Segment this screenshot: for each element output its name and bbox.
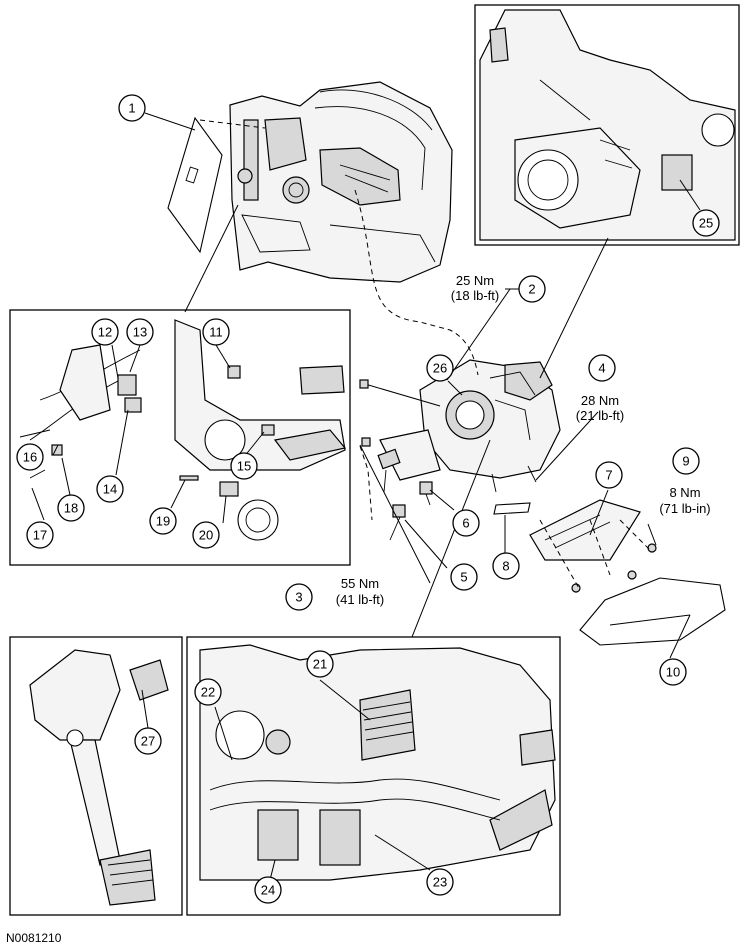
torque-spec-item3: 55 Nm (41 lb-ft) xyxy=(336,576,384,607)
torque-item2-metric: 25 Nm xyxy=(456,273,494,288)
callout-8: 8 xyxy=(492,552,520,580)
callout-label: 27 xyxy=(141,734,155,749)
callout-25: 25 xyxy=(692,209,720,237)
callout-9: 9 xyxy=(672,447,700,475)
steering-column-assembly xyxy=(359,359,561,541)
callout-label: 12 xyxy=(98,325,112,340)
callout-24: 24 xyxy=(254,876,282,904)
torque-item4-metric: 28 Nm xyxy=(581,393,619,408)
callout-10: 10 xyxy=(659,658,687,686)
bottom-center-inset-art xyxy=(199,644,556,881)
torque-item3-imperial: (41 lb-ft) xyxy=(336,592,384,607)
callout-label: 15 xyxy=(237,459,251,474)
callout-label: 6 xyxy=(462,516,469,531)
callout-19: 19 xyxy=(149,507,177,535)
lower-trim-panels xyxy=(493,499,726,646)
callout-label: 23 xyxy=(433,875,447,890)
callout-label: 25 xyxy=(699,216,713,231)
callout-label: 14 xyxy=(103,482,117,497)
callout-2: 2 xyxy=(518,275,546,303)
callout-16: 16 xyxy=(16,443,44,471)
callout-label: 10 xyxy=(666,665,680,680)
callout-label: 8 xyxy=(502,559,509,574)
callout-5: 5 xyxy=(450,563,478,591)
instrument-panel-trim xyxy=(167,81,453,283)
callout-1: 1 xyxy=(118,94,146,122)
figure-id: N0081210 xyxy=(6,931,62,945)
callout-14: 14 xyxy=(96,475,124,503)
callout-3: 3 xyxy=(285,583,313,611)
callout-26: 26 xyxy=(426,354,454,382)
leader-lines xyxy=(31,112,701,881)
torque-item9-metric: 8 Nm xyxy=(669,485,700,500)
callout-label: 9 xyxy=(682,454,689,469)
torque-item9-imperial: (71 lb-in) xyxy=(659,501,710,516)
callout-label: 3 xyxy=(295,590,302,605)
callout-23: 23 xyxy=(426,868,454,896)
callout-label: 13 xyxy=(133,325,147,340)
torque-item2-imperial: (18 lb-ft) xyxy=(451,288,499,303)
callout-label: 26 xyxy=(433,361,447,376)
callout-label: 11 xyxy=(209,325,223,340)
callout-21: 21 xyxy=(306,650,334,678)
callout-label: 20 xyxy=(199,528,213,543)
top-right-inset-art xyxy=(479,9,736,241)
callout-label: 17 xyxy=(33,528,47,543)
callout-4: 4 xyxy=(588,354,616,382)
callout-20: 20 xyxy=(192,521,220,549)
callout-label: 7 xyxy=(605,468,612,483)
callout-27: 27 xyxy=(134,727,162,755)
callout-label: 22 xyxy=(201,685,215,700)
callout-label: 19 xyxy=(156,514,170,529)
torque-spec-item2: 25 Nm (18 lb-ft) xyxy=(451,273,519,303)
callout-label: 24 xyxy=(261,883,275,898)
callout-18: 18 xyxy=(57,494,85,522)
torque-item3-metric: 55 Nm xyxy=(341,576,379,591)
callout-label: 1 xyxy=(128,101,135,116)
callout-22: 22 xyxy=(194,678,222,706)
callout-label: 2 xyxy=(528,282,535,297)
callout-15: 15 xyxy=(230,452,258,480)
callout-label: 21 xyxy=(313,657,327,672)
callout-7: 7 xyxy=(595,461,623,489)
callout-6: 6 xyxy=(452,509,480,537)
callout-13: 13 xyxy=(126,318,154,346)
callout-label: 5 xyxy=(460,570,467,585)
torque-spec-item9: 8 Nm (71 lb-in) xyxy=(659,485,710,516)
callout-11: 11 xyxy=(202,318,230,346)
torque-item4-imperial: (21 lb-ft) xyxy=(576,408,624,423)
middle-left-inset-art xyxy=(19,319,347,541)
callout-12: 12 xyxy=(91,318,119,346)
callout-label: 4 xyxy=(598,361,605,376)
torque-spec-item4: 28 Nm (21 lb-ft) xyxy=(576,393,624,423)
brake-pedal-art xyxy=(29,649,169,906)
callout-label: 18 xyxy=(64,501,78,516)
callout-17: 17 xyxy=(26,521,54,549)
callout-label: 16 xyxy=(23,450,37,465)
